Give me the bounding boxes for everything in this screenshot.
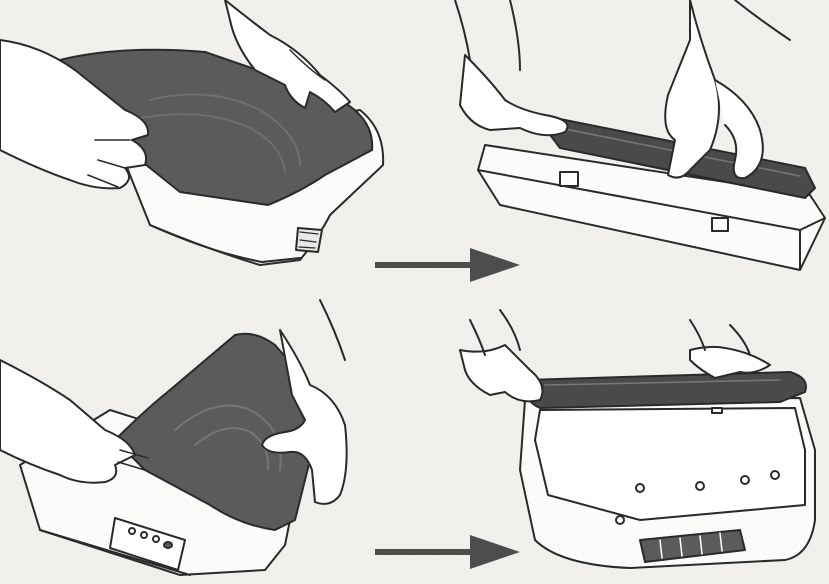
- device-tray: [535, 408, 805, 520]
- latch-left: [560, 172, 578, 186]
- latch-right: [712, 218, 728, 231]
